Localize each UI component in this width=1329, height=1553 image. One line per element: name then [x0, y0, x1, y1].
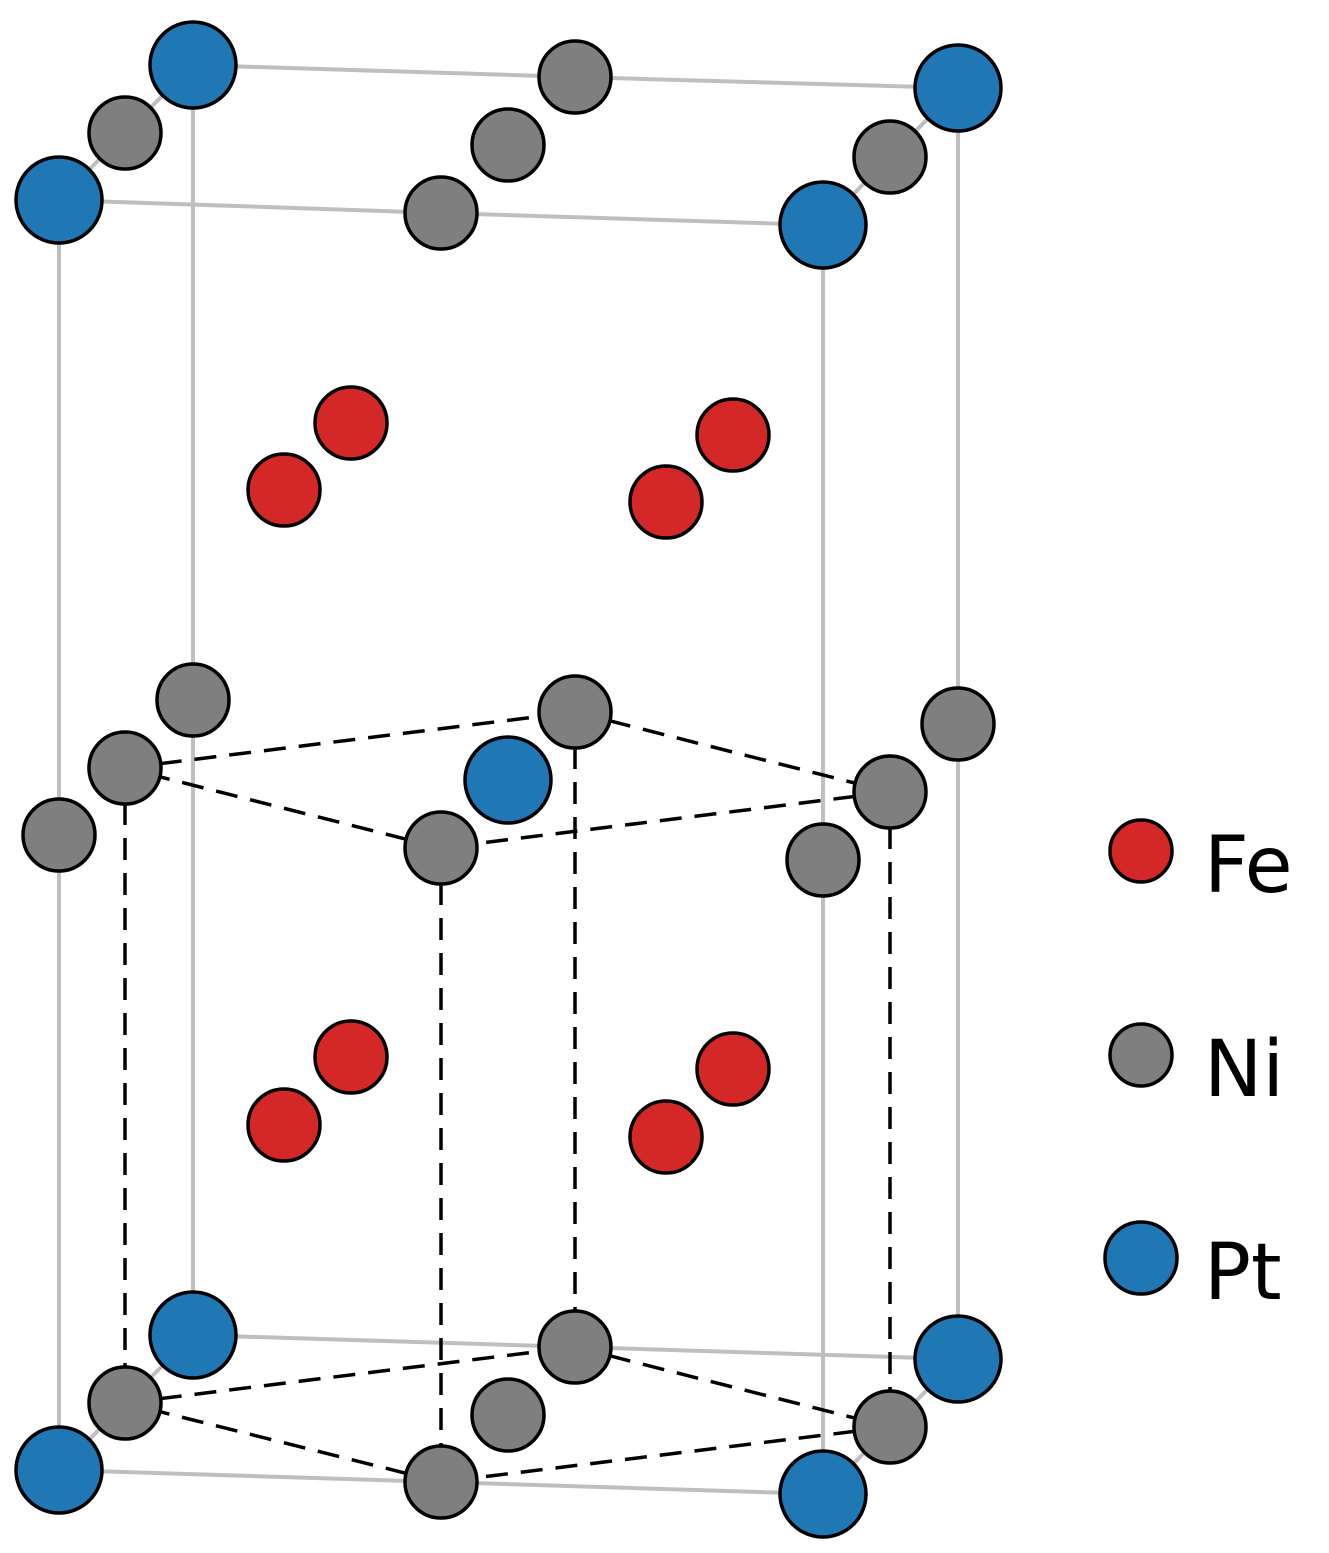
cell-edge-2 [58, 198, 442, 215]
fe-atom [695, 1031, 771, 1107]
ni-atom [920, 686, 996, 762]
legend-pt-label: Pt [1204, 1228, 1282, 1318]
hexagonal-prism-dashed-edges [123, 710, 892, 1484]
fe-atom [246, 452, 322, 528]
legend-ni-marker [1108, 1022, 1174, 1088]
pt-atom [14, 1425, 104, 1515]
pt-atom [463, 735, 553, 825]
ni-atom [403, 810, 479, 886]
atoms [14, 20, 1003, 1539]
pt-atom [778, 180, 868, 270]
pt-atom [148, 20, 238, 110]
fe-atom [246, 1087, 322, 1163]
ni-atom [403, 175, 479, 251]
dashed-edge-0 [124, 710, 576, 770]
cell-edge-6 [192, 1333, 576, 1349]
ni-atom [470, 1377, 546, 1453]
dashed-edge-6 [440, 1425, 891, 1484]
pt-atom [913, 1314, 1003, 1404]
fe-atom [313, 385, 389, 461]
cell-edge-1 [574, 75, 959, 90]
ni-atom [87, 1365, 163, 1441]
ni-atom [470, 107, 546, 183]
pt-atom [778, 1449, 868, 1539]
dashed-edge-7 [124, 1401, 442, 1484]
ni-atom [537, 674, 613, 750]
cell-edge-9 [440, 1480, 824, 1496]
dashed-edge-4 [124, 1345, 576, 1405]
ni-atom [852, 119, 928, 195]
ni-atom [852, 1389, 928, 1465]
dashed-edge-1 [574, 710, 891, 794]
ni-atom [785, 822, 861, 898]
ni-atom [87, 730, 163, 806]
legend-ni-label: Ni [1204, 1025, 1284, 1115]
legend-pt-marker [1103, 1220, 1179, 1296]
legend-fe-label: Fe [1204, 821, 1293, 911]
ni-atom [852, 754, 928, 830]
fe-atom [628, 464, 704, 540]
ni-atom [155, 662, 231, 738]
pt-atom [913, 43, 1003, 133]
fe-atom [628, 1099, 704, 1175]
fe-atom [313, 1019, 389, 1095]
ni-atom [537, 39, 613, 115]
ni-atom [403, 1444, 479, 1520]
fe-atom [695, 397, 771, 473]
dashed-edge-2 [440, 790, 891, 850]
ni-atom [21, 797, 97, 873]
cell-edge-0 [192, 63, 576, 79]
dashed-edge-5 [574, 1345, 891, 1429]
ni-atom [87, 95, 163, 171]
cell-edge-3 [440, 211, 824, 227]
pt-atom [148, 1290, 238, 1380]
pt-atom [14, 155, 104, 245]
legend-fe-marker [1108, 818, 1174, 884]
cell-edge-7 [574, 1345, 959, 1361]
cell-edge-8 [58, 1468, 442, 1484]
dashed-edge-3 [124, 766, 442, 850]
legend: Fe Ni Pt [1103, 818, 1293, 1318]
ni-atom [537, 1309, 613, 1385]
